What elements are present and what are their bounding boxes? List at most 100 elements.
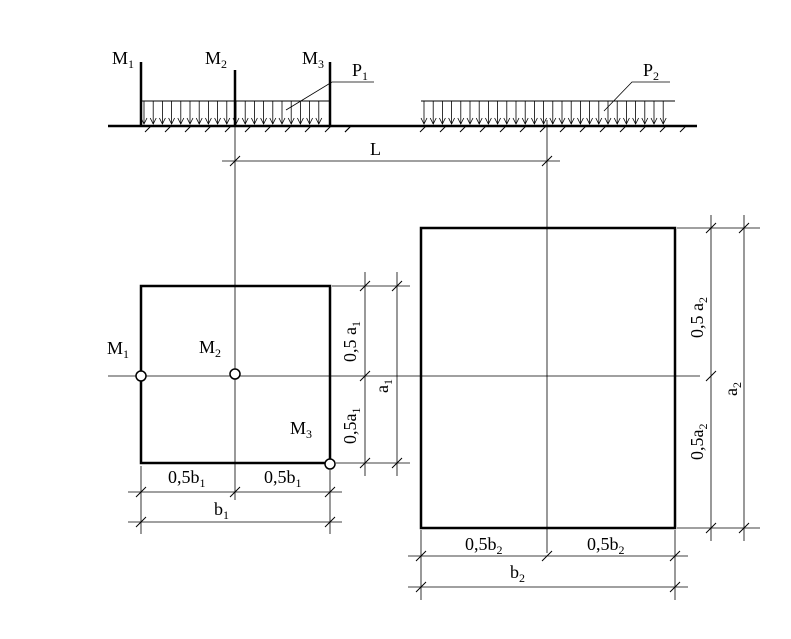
load-arrow-head bbox=[613, 117, 621, 125]
dim-half-b1-right-label: 0,5b1 bbox=[264, 467, 302, 490]
load-arrow-head bbox=[485, 117, 492, 125]
tick bbox=[135, 486, 147, 498]
tick bbox=[705, 522, 717, 534]
tick bbox=[669, 581, 681, 593]
section-view bbox=[108, 62, 697, 167]
tick bbox=[705, 222, 717, 234]
load-arrows-2 bbox=[420, 101, 667, 125]
distance-label: L bbox=[370, 139, 381, 159]
ground-hatch-mark bbox=[184, 125, 192, 133]
tick bbox=[359, 457, 371, 469]
load-arrow-head bbox=[315, 117, 323, 125]
ground-hatch-mark bbox=[439, 125, 447, 133]
load-arrow-head bbox=[549, 117, 557, 125]
dim-half-a1-top-label: 0,5 a1 bbox=[340, 321, 363, 362]
load-arrow-head bbox=[540, 117, 547, 125]
load-arrow-head bbox=[567, 117, 575, 125]
ground-hatch-mark bbox=[204, 125, 212, 133]
ground-hatch-mark bbox=[639, 125, 647, 133]
axis-lines bbox=[108, 120, 700, 553]
footing-2-outline bbox=[419, 226, 677, 530]
ground-hatching bbox=[144, 125, 687, 133]
load-arrow-head bbox=[558, 117, 566, 125]
tick bbox=[135, 516, 147, 528]
load-arrow-head bbox=[260, 117, 267, 125]
dim-b1-label: b1 bbox=[214, 499, 229, 522]
tick bbox=[738, 222, 750, 234]
point-m2-marker bbox=[229, 368, 241, 380]
tick bbox=[324, 486, 336, 498]
load-arrow-head bbox=[168, 117, 175, 125]
dim-b2-label: b2 bbox=[510, 562, 525, 585]
plan-point-label-m2: M2 bbox=[199, 337, 221, 360]
load-arrow-head bbox=[269, 117, 277, 125]
tick bbox=[229, 486, 241, 498]
load-arrow-head bbox=[659, 117, 667, 125]
tick bbox=[391, 280, 403, 292]
load-arrow-head bbox=[521, 117, 529, 125]
ground-hatch-mark bbox=[519, 125, 527, 133]
tick bbox=[705, 370, 717, 382]
load-arrow-head bbox=[149, 117, 157, 125]
dim-a1-label: a1 bbox=[372, 379, 395, 393]
load-arrow-head bbox=[251, 117, 258, 125]
load-label-p1: P1 bbox=[352, 60, 368, 83]
ground-hatch-mark bbox=[144, 125, 152, 133]
load-arrow-head bbox=[306, 117, 313, 125]
load-arrow-head bbox=[466, 117, 474, 125]
load-arrow-head bbox=[475, 117, 483, 125]
ground-hatch-mark bbox=[659, 125, 667, 133]
load-leader-1 bbox=[285, 81, 374, 111]
load-arrow-head bbox=[195, 117, 203, 125]
tick bbox=[391, 457, 403, 469]
load-arrow-head bbox=[457, 117, 465, 125]
moment-label-1: M1 bbox=[112, 48, 134, 71]
dim-half-b2-left-label: 0,5b2 bbox=[465, 534, 503, 557]
ground-hatch-mark bbox=[479, 125, 487, 133]
load-arrow-head bbox=[512, 117, 520, 125]
tick bbox=[415, 550, 427, 562]
ground-hatch-mark bbox=[244, 125, 252, 133]
ground-hatch-mark bbox=[419, 125, 427, 133]
plan-point-label-m3: M3 bbox=[290, 418, 312, 441]
dim-a2-label: a2 bbox=[721, 382, 744, 396]
dim-half-a1-bottom-label: 0,5a1 bbox=[340, 408, 363, 445]
plan-footing-1 bbox=[128, 272, 410, 534]
load-arrow-head bbox=[448, 117, 455, 125]
load-arrow-head bbox=[604, 117, 612, 125]
ground-hatch-mark bbox=[559, 125, 567, 133]
load-arrow-head bbox=[159, 117, 166, 125]
load-arrow-head bbox=[577, 117, 584, 125]
ground-hatch-mark bbox=[284, 125, 292, 133]
ground-hatch-mark bbox=[459, 125, 467, 133]
ground-hatch-mark bbox=[264, 125, 272, 133]
load-arrow-head bbox=[641, 117, 649, 125]
load-arrow-head bbox=[632, 117, 639, 125]
point-m3-marker bbox=[324, 458, 336, 470]
load-arrow-head bbox=[586, 117, 593, 125]
plan-point-label-m1: M1 bbox=[107, 338, 129, 361]
dim-half-a2-top-label: 0,5 a2 bbox=[687, 297, 710, 338]
moment-label-2: M2 bbox=[205, 48, 227, 71]
load-arrow-head bbox=[205, 117, 212, 125]
dim-half-b2-right-label: 0,5b2 bbox=[587, 534, 625, 557]
tick bbox=[359, 280, 371, 292]
ground-hatch-mark bbox=[579, 125, 587, 133]
load-arrow-head bbox=[595, 117, 603, 125]
dim-half-b1-left-label: 0,5b1 bbox=[168, 467, 206, 490]
tick bbox=[324, 516, 336, 528]
ground-hatch-mark bbox=[324, 125, 332, 133]
ground-hatch-mark bbox=[619, 125, 627, 133]
ground-hatch-mark bbox=[164, 125, 172, 133]
ground-hatch-mark bbox=[539, 125, 547, 133]
load-arrow-head bbox=[297, 117, 304, 125]
load-arrow-head bbox=[278, 117, 286, 125]
tick bbox=[541, 550, 553, 562]
load-leader-2 bbox=[603, 81, 670, 112]
ground-hatch-mark bbox=[344, 125, 352, 133]
load-arrows-1 bbox=[140, 101, 323, 125]
moment-label-3: M3 bbox=[302, 48, 324, 71]
load-arrow-head bbox=[650, 117, 658, 125]
ground-hatch-mark bbox=[304, 125, 312, 133]
